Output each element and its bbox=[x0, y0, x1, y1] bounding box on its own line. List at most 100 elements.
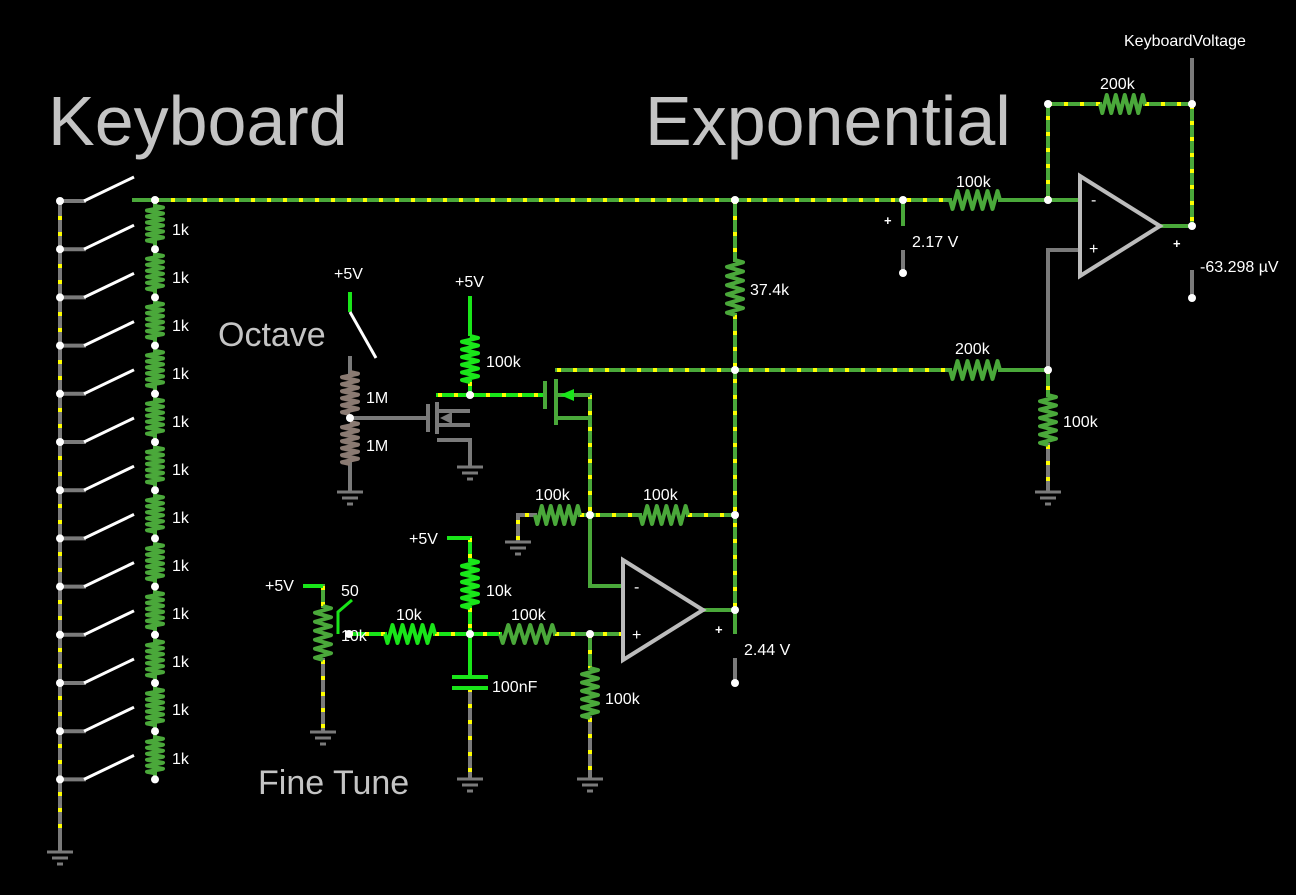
ladder-label-6: 1k bbox=[172, 462, 190, 479]
keyboard-switch-10[interactable] bbox=[83, 609, 135, 637]
switch-node-11 bbox=[56, 679, 64, 687]
opamp-1-plus: + bbox=[1089, 241, 1098, 258]
pot-10k bbox=[313, 604, 333, 662]
keyboard-switch-11[interactable] bbox=[83, 657, 135, 685]
keyboard-switch-7[interactable] bbox=[83, 464, 135, 492]
switch-node-10 bbox=[56, 630, 64, 639]
switch-node-1 bbox=[56, 197, 64, 205]
meter-2-plus: + bbox=[715, 622, 723, 637]
r-10k-pull bbox=[460, 558, 480, 610]
switch-node-8 bbox=[56, 534, 64, 543]
ladder-resistor-8 bbox=[145, 542, 165, 583]
pot-1m-b-label: 1M bbox=[366, 438, 388, 455]
keyboard-switch-3[interactable] bbox=[83, 272, 135, 299]
mosfet-2 bbox=[543, 368, 590, 425]
r-100k-fb-right bbox=[638, 504, 690, 526]
output-node-top bbox=[1188, 100, 1196, 108]
fb-right-node bbox=[731, 511, 739, 519]
ladder-resistor-1 bbox=[145, 204, 165, 244]
keyboard-switch-4[interactable] bbox=[83, 320, 135, 347]
octave-label: Octave bbox=[218, 316, 326, 354]
switch-node-7 bbox=[56, 486, 64, 495]
mosfet-1 bbox=[426, 402, 470, 442]
ladder-node-4 bbox=[151, 341, 159, 350]
keyboard-switch-6[interactable] bbox=[83, 416, 135, 444]
ladder-node-3 bbox=[151, 293, 159, 302]
ladder-label-4: 1k bbox=[172, 366, 190, 383]
ladder-resistor-4 bbox=[145, 348, 165, 389]
r-100k-fb-left-label: 100k bbox=[535, 487, 571, 504]
ladder-top-node bbox=[151, 196, 159, 204]
ladder-node-8 bbox=[151, 534, 159, 543]
r-200k-top-label: 200k bbox=[1100, 76, 1136, 93]
pot-1m-b bbox=[340, 420, 360, 466]
meter-1-plus: + bbox=[884, 213, 892, 228]
pot-50-wiper bbox=[336, 598, 353, 634]
keyboard-switch-9[interactable] bbox=[83, 561, 135, 588]
keyboard-switch-2[interactable] bbox=[83, 223, 135, 251]
meter-3-value: -63.298 µV bbox=[1200, 259, 1279, 276]
meter-1-bottom-node bbox=[899, 269, 907, 277]
r-100k-series-label: 100k bbox=[511, 607, 547, 624]
switch-node-9 bbox=[56, 582, 64, 591]
meter-1-node bbox=[899, 196, 907, 204]
keyboard-switch-8[interactable] bbox=[83, 513, 135, 540]
ladder-label-10: 1k bbox=[172, 654, 190, 671]
bus-node-37k bbox=[731, 196, 739, 204]
r-10k-series bbox=[383, 623, 437, 645]
keyboard-switches[interactable] bbox=[83, 175, 135, 781]
ladder-resistor-12 bbox=[145, 735, 165, 776]
opamp-2-minus: - bbox=[634, 579, 639, 596]
keyboard-switch-1[interactable] bbox=[83, 175, 135, 203]
meter-2-value: 2.44 V bbox=[744, 642, 791, 659]
ladder-label-1: 1k bbox=[172, 222, 190, 239]
plus-node bbox=[586, 630, 594, 638]
switch-node-2 bbox=[56, 245, 64, 254]
r-100k-series bbox=[498, 623, 557, 645]
switch-node-3 bbox=[56, 293, 64, 302]
ground-r100k-low bbox=[577, 777, 603, 793]
octave-wiper-node bbox=[346, 414, 354, 422]
r-100k-pull bbox=[460, 334, 480, 384]
output-label: KeyboardVoltage bbox=[1124, 33, 1246, 50]
ladder-resistor-7 bbox=[145, 493, 165, 534]
r-200k-mid bbox=[948, 359, 1002, 381]
ladder-labels: 1k 1k 1k 1k 1k 1k 1k 1k 1k 1k 1k 1k bbox=[172, 222, 190, 768]
pot-10k-label: 10k bbox=[341, 628, 368, 645]
ladder-node-6 bbox=[151, 438, 159, 446]
keyboard-switch-13[interactable] bbox=[83, 754, 135, 781]
wires bbox=[58, 102, 1194, 852]
ladder-resistor-2 bbox=[145, 252, 165, 293]
wire-38 bbox=[516, 513, 537, 542]
r-10k-series-label: 10k bbox=[396, 607, 423, 624]
ladder-node-9 bbox=[151, 582, 159, 591]
ground-keyboard bbox=[47, 850, 73, 866]
exponential-title: Exponential bbox=[645, 82, 1011, 160]
current-dots bbox=[58, 102, 1194, 830]
opamp-1-minus-node bbox=[1044, 196, 1052, 204]
opamp-1 bbox=[1078, 172, 1164, 280]
ground-octave bbox=[337, 490, 363, 506]
mid-bus-node bbox=[731, 366, 739, 374]
supply-finetune: +5V bbox=[265, 578, 294, 595]
switch-node-12 bbox=[56, 727, 64, 736]
ladder-resistor-6 bbox=[145, 445, 165, 486]
ladder-node-11 bbox=[151, 679, 159, 687]
keyboard-switch-12[interactable] bbox=[83, 705, 135, 733]
wire-22 bbox=[1143, 102, 1194, 228]
ground-cap bbox=[457, 777, 483, 793]
r-100k-in bbox=[948, 189, 1002, 211]
ladder-resistor-11 bbox=[145, 687, 165, 727]
opamp-1-minus: - bbox=[1091, 192, 1096, 209]
switch-node-6 bbox=[56, 438, 64, 446]
r-100k-low bbox=[580, 666, 600, 720]
r-37k-label: 37.4k bbox=[750, 282, 790, 299]
switch-node-5 bbox=[56, 389, 64, 398]
ground-fb bbox=[505, 540, 531, 556]
r-200k-mid-label: 200k bbox=[955, 341, 991, 358]
pot-1m-a bbox=[340, 370, 360, 416]
supply-pullup: +5V bbox=[455, 274, 484, 291]
keyboard-title: Keyboard bbox=[48, 82, 348, 160]
keyboard-switch-5[interactable] bbox=[83, 368, 135, 396]
